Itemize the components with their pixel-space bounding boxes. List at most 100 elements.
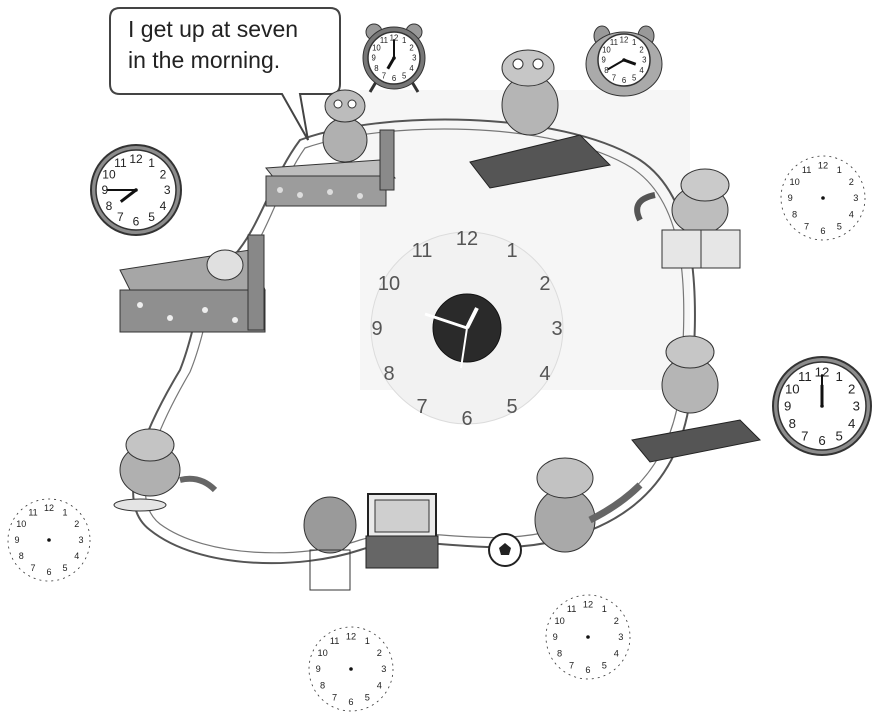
clock-numeral: 9: [372, 54, 376, 63]
clock-numeral: 2: [409, 44, 413, 53]
clock-numeral: 3: [853, 399, 860, 414]
clock-numeral: 9: [101, 183, 108, 197]
clock-numeral: 6: [622, 76, 626, 85]
center-clock-numeral: 4: [539, 363, 550, 385]
clock-numeral: 8: [374, 64, 378, 73]
clock-numeral: 12: [346, 631, 356, 641]
clock-numeral: 12: [129, 152, 143, 166]
clock-numeral: 5: [632, 73, 637, 82]
clock-numeral: 12: [390, 33, 399, 42]
speech-bubble: [109, 7, 341, 141]
clock-numeral: 8: [557, 649, 562, 659]
clock-numeral: 8: [792, 210, 797, 220]
clock-numeral: 12: [583, 599, 593, 609]
clock-numeral: 2: [848, 381, 855, 396]
clock-numeral: 10: [602, 46, 611, 55]
center-clock-numeral: 3: [551, 318, 562, 340]
clock-numeral: 7: [382, 71, 386, 80]
hour-hand: [386, 57, 396, 70]
clock-numeral: 5: [62, 563, 67, 573]
clock-numeral: 5: [602, 661, 607, 671]
clock-numeral: 6: [392, 74, 396, 83]
clock-numeral: 9: [788, 193, 793, 203]
clock-numeral: 11: [330, 636, 340, 646]
clock-numeral: 3: [412, 54, 416, 63]
center-clock-numeral: 8: [383, 363, 394, 385]
center-clock-numeral: 6: [461, 408, 472, 430]
clock-numeral: 12: [620, 35, 629, 44]
clock-numeral: 11: [380, 36, 388, 45]
center-clock-numeral: 9: [371, 318, 382, 340]
clock-numeral: 8: [789, 416, 796, 431]
clock-numeral: 4: [849, 210, 854, 220]
clock-numeral: 9: [602, 56, 606, 65]
clock-numeral: 4: [74, 551, 79, 561]
breakfast-scene: [469, 49, 612, 189]
clock-numeral: 7: [569, 661, 574, 671]
clock-numeral: 6: [820, 226, 825, 236]
clock-numeral: 5: [365, 693, 370, 703]
clock-numeral: 10: [554, 616, 564, 626]
clock-numeral: 6: [46, 567, 51, 577]
clock-numeral: 6: [818, 433, 825, 448]
lunch-scene: [631, 335, 762, 463]
reading-scene: [634, 168, 741, 269]
center-clock-numeral: 7: [416, 396, 427, 418]
clock-numeral: 1: [632, 38, 636, 47]
clock-numeral: 8: [604, 66, 608, 75]
clock-numeral: 11: [567, 604, 577, 614]
clock-numeral: 8: [106, 199, 113, 213]
hour-hand: [119, 188, 137, 203]
center-clock-numeral: 1: [506, 240, 517, 262]
hour-hand: [623, 58, 637, 66]
clock-numeral: 10: [789, 177, 799, 187]
clock-numeral: 2: [614, 616, 619, 626]
clock-numeral: 12: [815, 364, 830, 379]
clock-numeral: 1: [835, 369, 842, 384]
clock-numeral: 12: [818, 160, 828, 170]
clock-numeral: 1: [402, 36, 406, 45]
clock-numeral: 3: [853, 193, 858, 203]
center-hand-b: [465, 307, 479, 329]
clock-numeral: 1: [62, 507, 67, 517]
clock-numeral: 5: [402, 71, 407, 80]
speech-line-1: I get up at seven: [128, 16, 299, 42]
clock-numeral: 10: [372, 44, 381, 53]
clock-numeral: 12: [44, 503, 54, 513]
clock-numeral: 7: [612, 73, 616, 82]
clock-numeral: 4: [409, 64, 414, 73]
center-clock-numeral: 11: [412, 240, 433, 262]
clock-numeral: 2: [849, 177, 854, 187]
center-clock-numeral: 10: [378, 273, 400, 295]
clock-numeral: 5: [148, 210, 155, 224]
clock-numeral: 4: [848, 416, 855, 431]
clock-numeral: 11: [28, 507, 37, 517]
clock-numeral: 9: [316, 664, 321, 674]
clock-numeral: 11: [610, 38, 618, 47]
clock-numeral: 8: [320, 681, 325, 691]
tv-scene: [303, 493, 439, 591]
clock-numeral: 3: [78, 535, 83, 545]
football-scene: [488, 457, 643, 567]
clock-numeral: 11: [802, 165, 812, 175]
center-clock-numeral: 2: [539, 273, 550, 295]
clock-numeral: 4: [160, 199, 167, 213]
clock-numeral: 10: [317, 648, 327, 658]
minute-hand: [607, 59, 625, 71]
clock-numeral: 3: [164, 183, 171, 197]
clock-numeral: 9: [553, 632, 558, 642]
clock-numeral: 10: [102, 168, 116, 182]
clock-numeral: 9: [15, 535, 20, 545]
clock-numeral: 1: [365, 636, 370, 646]
clock-numeral: 7: [804, 222, 809, 232]
clock-numeral: 2: [639, 46, 643, 55]
clock-numeral: 1: [602, 604, 607, 614]
clock-numeral: 6: [585, 665, 590, 675]
clock-numeral: 8: [19, 551, 24, 561]
